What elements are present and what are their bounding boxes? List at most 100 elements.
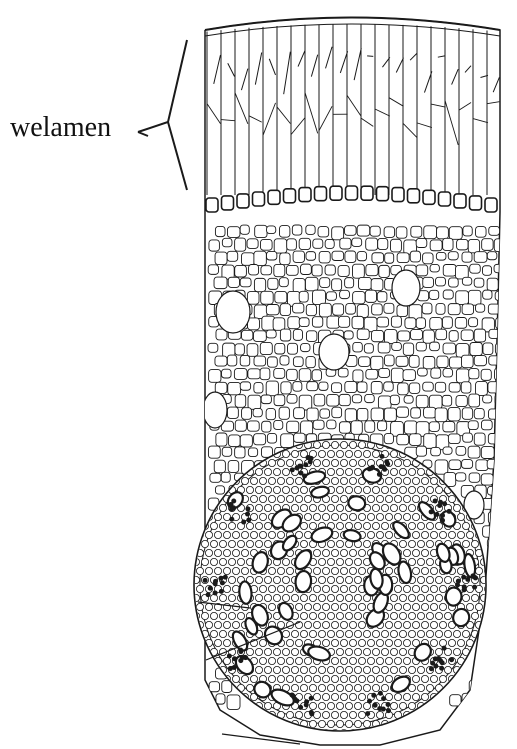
stele-small-cell — [228, 612, 235, 619]
stele-small-cell — [291, 666, 298, 673]
cortex-cell — [353, 264, 365, 278]
cortex-cell — [430, 318, 442, 330]
cortex-cell — [260, 342, 272, 354]
stele-small-cell — [421, 567, 428, 574]
stele-small-cell — [201, 702, 208, 709]
phloem-cell — [433, 498, 438, 503]
stele-small-cell — [480, 720, 487, 727]
cortex-cell — [488, 433, 500, 443]
exodermis-cell — [454, 194, 466, 208]
cortex-cell — [462, 277, 471, 285]
cortex-cell — [416, 238, 427, 247]
stele-small-cell — [376, 495, 383, 502]
cortex-cell — [228, 382, 241, 394]
stele-small-cell — [340, 441, 347, 448]
phloem-cell — [238, 658, 243, 663]
stele-small-cell — [286, 675, 293, 682]
cortex-cell — [436, 329, 447, 340]
cortex-cell — [266, 305, 279, 315]
stele-small-cell — [480, 702, 487, 709]
stele-small-cell — [331, 459, 338, 466]
stele-small-cell — [435, 594, 442, 601]
cortex-cell — [474, 693, 484, 703]
cortex-cell — [240, 435, 252, 447]
cortex-cell — [221, 472, 230, 482]
exodermis-cell — [268, 190, 280, 204]
phloem-cell — [298, 705, 303, 710]
stele-small-cell — [399, 702, 406, 709]
phloem-cell — [430, 661, 435, 666]
stele-small-cell — [480, 684, 487, 691]
stele-small-cell — [223, 549, 230, 556]
cortex-cell — [275, 343, 285, 354]
stele-small-cell — [417, 612, 424, 619]
phloem-cell — [439, 666, 444, 671]
stele-small-cell — [336, 684, 343, 691]
stele-small-cell — [322, 675, 329, 682]
cortex-cell — [423, 253, 433, 264]
stele-small-cell — [322, 513, 329, 520]
cortex-cell — [260, 368, 270, 380]
cortex-cell — [292, 225, 302, 235]
cortex-cell — [261, 395, 271, 404]
stele-small-cell — [327, 684, 334, 691]
cortex-cell — [235, 447, 245, 458]
stele-small-cell — [390, 450, 397, 457]
cortex-cell — [253, 408, 262, 416]
stele-small-cell — [327, 558, 334, 565]
cortex-cell — [313, 239, 323, 248]
stele-small-cell — [255, 540, 262, 547]
cortex-cell — [273, 318, 285, 331]
cortex-cell — [487, 641, 499, 655]
cortex-cell — [249, 265, 259, 275]
cortex-cell — [279, 278, 288, 287]
cortex-cell — [448, 252, 458, 260]
cortex-cell — [293, 251, 304, 262]
stele-small-cell — [228, 522, 235, 529]
cortex-cell — [495, 447, 507, 459]
stele-small-cell — [309, 684, 316, 691]
stele-small-cell — [300, 630, 307, 637]
stele-small-cell — [363, 522, 370, 529]
stele-small-cell — [426, 612, 433, 619]
stele-small-cell — [313, 693, 320, 700]
cortex-cell — [266, 381, 278, 396]
cortex-cell — [294, 433, 305, 442]
cortex-cell — [398, 383, 409, 395]
stele-small-cell — [358, 711, 365, 718]
stele-small-cell — [327, 468, 334, 475]
phloem-cell — [303, 462, 308, 467]
cortex-cell — [293, 329, 302, 340]
stele-small-cell — [340, 603, 347, 610]
stele-small-cell — [484, 657, 491, 664]
stele-small-cell — [313, 549, 320, 556]
cortex-cell — [397, 407, 409, 417]
stele-small-cell — [381, 522, 388, 529]
stele-small-cell — [192, 630, 199, 637]
cortex-cell — [293, 279, 305, 293]
stele-small-cell — [385, 477, 392, 484]
phloem-cell — [309, 711, 314, 716]
cortex-cell — [364, 344, 373, 353]
stele-small-cell — [214, 513, 221, 520]
cortex-cell — [312, 370, 321, 381]
cortex-cell — [385, 253, 394, 263]
stele-small-cell — [196, 675, 203, 682]
cortex-cell — [488, 382, 500, 393]
cortex-cell — [287, 369, 298, 380]
stele-small-cell — [457, 729, 464, 736]
stele-small-cell — [430, 531, 437, 538]
cortex-cell — [222, 447, 231, 456]
stele-small-cell — [192, 468, 199, 475]
exodermis-cell — [361, 186, 373, 200]
cortex-cell — [474, 278, 484, 287]
cortex-cell — [357, 329, 369, 339]
cortex-cell — [234, 369, 247, 380]
cortex-cell — [481, 655, 492, 667]
cortex-cell — [327, 420, 336, 429]
stele-small-cell — [196, 441, 203, 448]
stele-small-cell — [475, 657, 482, 664]
cortex-cell — [262, 421, 271, 432]
cortex-cell — [462, 693, 475, 706]
stele-small-cell — [214, 711, 221, 718]
